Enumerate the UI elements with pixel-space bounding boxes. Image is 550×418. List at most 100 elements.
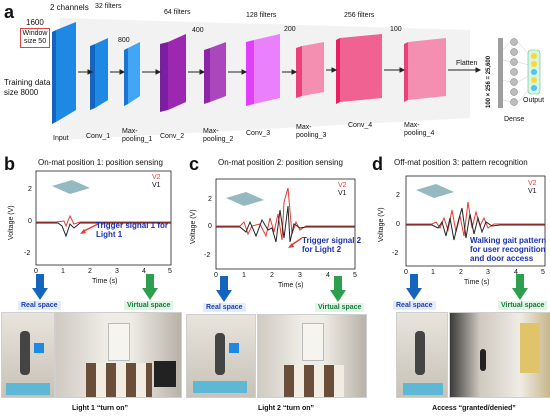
d-ytick-neg2: -2 bbox=[392, 250, 399, 257]
filter-label-1: 32 filters bbox=[95, 3, 122, 10]
cnn-architecture-diagram bbox=[52, 18, 541, 140]
c-caption: Light 2 “turn on” bbox=[258, 405, 314, 412]
maxpool2-block bbox=[210, 42, 226, 102]
c-xtick-2: 2 bbox=[270, 272, 274, 279]
flatten-size-label: 100 × 256 = 25,600 bbox=[486, 55, 492, 108]
c-real-space-label: Real space bbox=[203, 303, 246, 312]
d-legend-v1: V1 bbox=[528, 188, 537, 195]
b-blue-arrow bbox=[32, 274, 48, 300]
training-data-label: Training data size 8000 bbox=[4, 78, 51, 97]
dim-200: 200 bbox=[284, 26, 296, 33]
d-xtick-3: 3 bbox=[486, 269, 490, 276]
d-real-space-label: Real space bbox=[393, 301, 436, 310]
c-legend-v2: V2 bbox=[338, 182, 347, 189]
b-legend-v2: V2 bbox=[152, 174, 161, 181]
b-xtick-1: 1 bbox=[61, 268, 65, 275]
layer-maxpool2-label: Max-pooling_2 bbox=[203, 128, 234, 143]
panel-c-label: c bbox=[189, 154, 200, 174]
panel-b-plot bbox=[35, 170, 172, 266]
b-legend-v1: V1 bbox=[152, 182, 161, 189]
c-blue-arrow bbox=[216, 276, 232, 302]
b-ylabel: Voltage (V) bbox=[8, 205, 15, 240]
layer-maxpool3-label: Max-pooling_3 bbox=[296, 124, 327, 139]
b-virtual-photo bbox=[55, 312, 182, 398]
d-caption: Access “granted/denied” bbox=[432, 405, 516, 412]
panel-b-title: On-mat position 1: position sensing bbox=[38, 158, 163, 167]
d-real-photo bbox=[396, 312, 448, 398]
b-xlabel: Time (s) bbox=[92, 278, 118, 285]
maxpool3-block bbox=[302, 42, 324, 96]
b-space-arrows bbox=[32, 274, 158, 300]
window-size-label: Window size 50 bbox=[20, 28, 50, 48]
d-legend-v2: V2 bbox=[528, 180, 537, 187]
layer-maxpool4-label: Max-pooling_4 bbox=[404, 122, 435, 137]
b-ytick-2: 2 bbox=[28, 186, 32, 193]
c-ytick-neg2: -2 bbox=[204, 252, 211, 259]
c-xtick-3: 3 bbox=[298, 272, 302, 279]
panel-d-plot bbox=[405, 175, 546, 267]
layer-conv1-label: Conv_1 bbox=[86, 133, 111, 140]
c-xlabel: Time (s) bbox=[278, 282, 304, 289]
dense-layer bbox=[510, 38, 518, 106]
d-xlabel: Time (s) bbox=[464, 279, 490, 286]
channels-label: 2 channels bbox=[50, 3, 89, 12]
c-v1-trace bbox=[216, 205, 355, 243]
d-xtick-4: 4 bbox=[514, 269, 518, 276]
panel-c-plot bbox=[215, 178, 356, 270]
output-label: Output bbox=[523, 97, 545, 104]
flatten-vector bbox=[498, 38, 503, 108]
conv1-block bbox=[95, 38, 108, 108]
b-xtick-5: 5 bbox=[168, 268, 172, 275]
b-ytick-neg2: -2 bbox=[24, 250, 31, 257]
c-trigger-label: Trigger signal 2 for Light 2 bbox=[302, 236, 362, 254]
b-virtual-space-label: Virtual space bbox=[124, 301, 174, 310]
d-xtick-5: 5 bbox=[541, 269, 545, 276]
b-trigger-label: Trigger signal 1 for Light 1 bbox=[96, 221, 169, 239]
panel-c-title: On-mat position 2: position sensing bbox=[218, 158, 343, 167]
layer-maxpool1-label: Max-pooling_1 bbox=[122, 128, 153, 143]
b-real-photo bbox=[1, 312, 55, 398]
layer-conv4-label: Conv_4 bbox=[348, 122, 373, 129]
filter-label-4: 256 filters bbox=[344, 12, 375, 19]
conv3-block bbox=[254, 34, 280, 104]
b-real-space-label: Real space bbox=[18, 301, 61, 310]
dim-100: 100 bbox=[390, 26, 402, 33]
d-v2-trace bbox=[406, 201, 545, 237]
b-xtick-3: 3 bbox=[115, 268, 119, 275]
c-xtick-4: 4 bbox=[326, 272, 330, 279]
c-xtick-0: 0 bbox=[214, 272, 218, 279]
conv2-block bbox=[168, 34, 186, 110]
c-v2-trace bbox=[216, 187, 355, 241]
panel-b-label: b bbox=[4, 154, 15, 174]
b-green-arrow bbox=[142, 274, 158, 300]
dim-800: 800 bbox=[118, 37, 130, 44]
d-green-arrow bbox=[512, 274, 528, 300]
c-ytick-0: 0 bbox=[208, 223, 212, 230]
b-v1-trace bbox=[36, 222, 171, 238]
b-xtick-4: 4 bbox=[142, 268, 146, 275]
d-v1-trace bbox=[406, 207, 545, 241]
filter-label-2: 64 filters bbox=[164, 9, 191, 16]
c-legend-v1: V1 bbox=[338, 190, 347, 197]
dim-1600: 1600 bbox=[26, 18, 44, 27]
c-green-arrow bbox=[330, 276, 346, 302]
dense-label: Dense bbox=[504, 116, 525, 123]
flatten-label: Flatten bbox=[456, 60, 478, 67]
panel-d-title: Off-mat position 3: pattern recognition bbox=[394, 158, 528, 167]
d-xtick-0: 0 bbox=[404, 269, 408, 276]
b-v2-trace bbox=[36, 214, 171, 228]
c-virtual-photo bbox=[257, 314, 367, 398]
dim-400: 400 bbox=[192, 27, 204, 34]
output-nodes bbox=[531, 53, 537, 91]
layer-conv3-label: Conv_3 bbox=[246, 130, 271, 137]
filter-label-3: 128 filters bbox=[246, 12, 277, 19]
conv4-block bbox=[340, 34, 382, 102]
d-xtick-2: 2 bbox=[459, 269, 463, 276]
input-block bbox=[56, 22, 76, 122]
b-ytick-0: 0 bbox=[28, 218, 32, 225]
maxpool1-block bbox=[128, 42, 140, 104]
d-xtick-1: 1 bbox=[431, 269, 435, 276]
layer-input-label: Input bbox=[53, 135, 69, 142]
c-xtick-5: 5 bbox=[353, 272, 357, 279]
c-ytick-2: 2 bbox=[208, 196, 212, 203]
